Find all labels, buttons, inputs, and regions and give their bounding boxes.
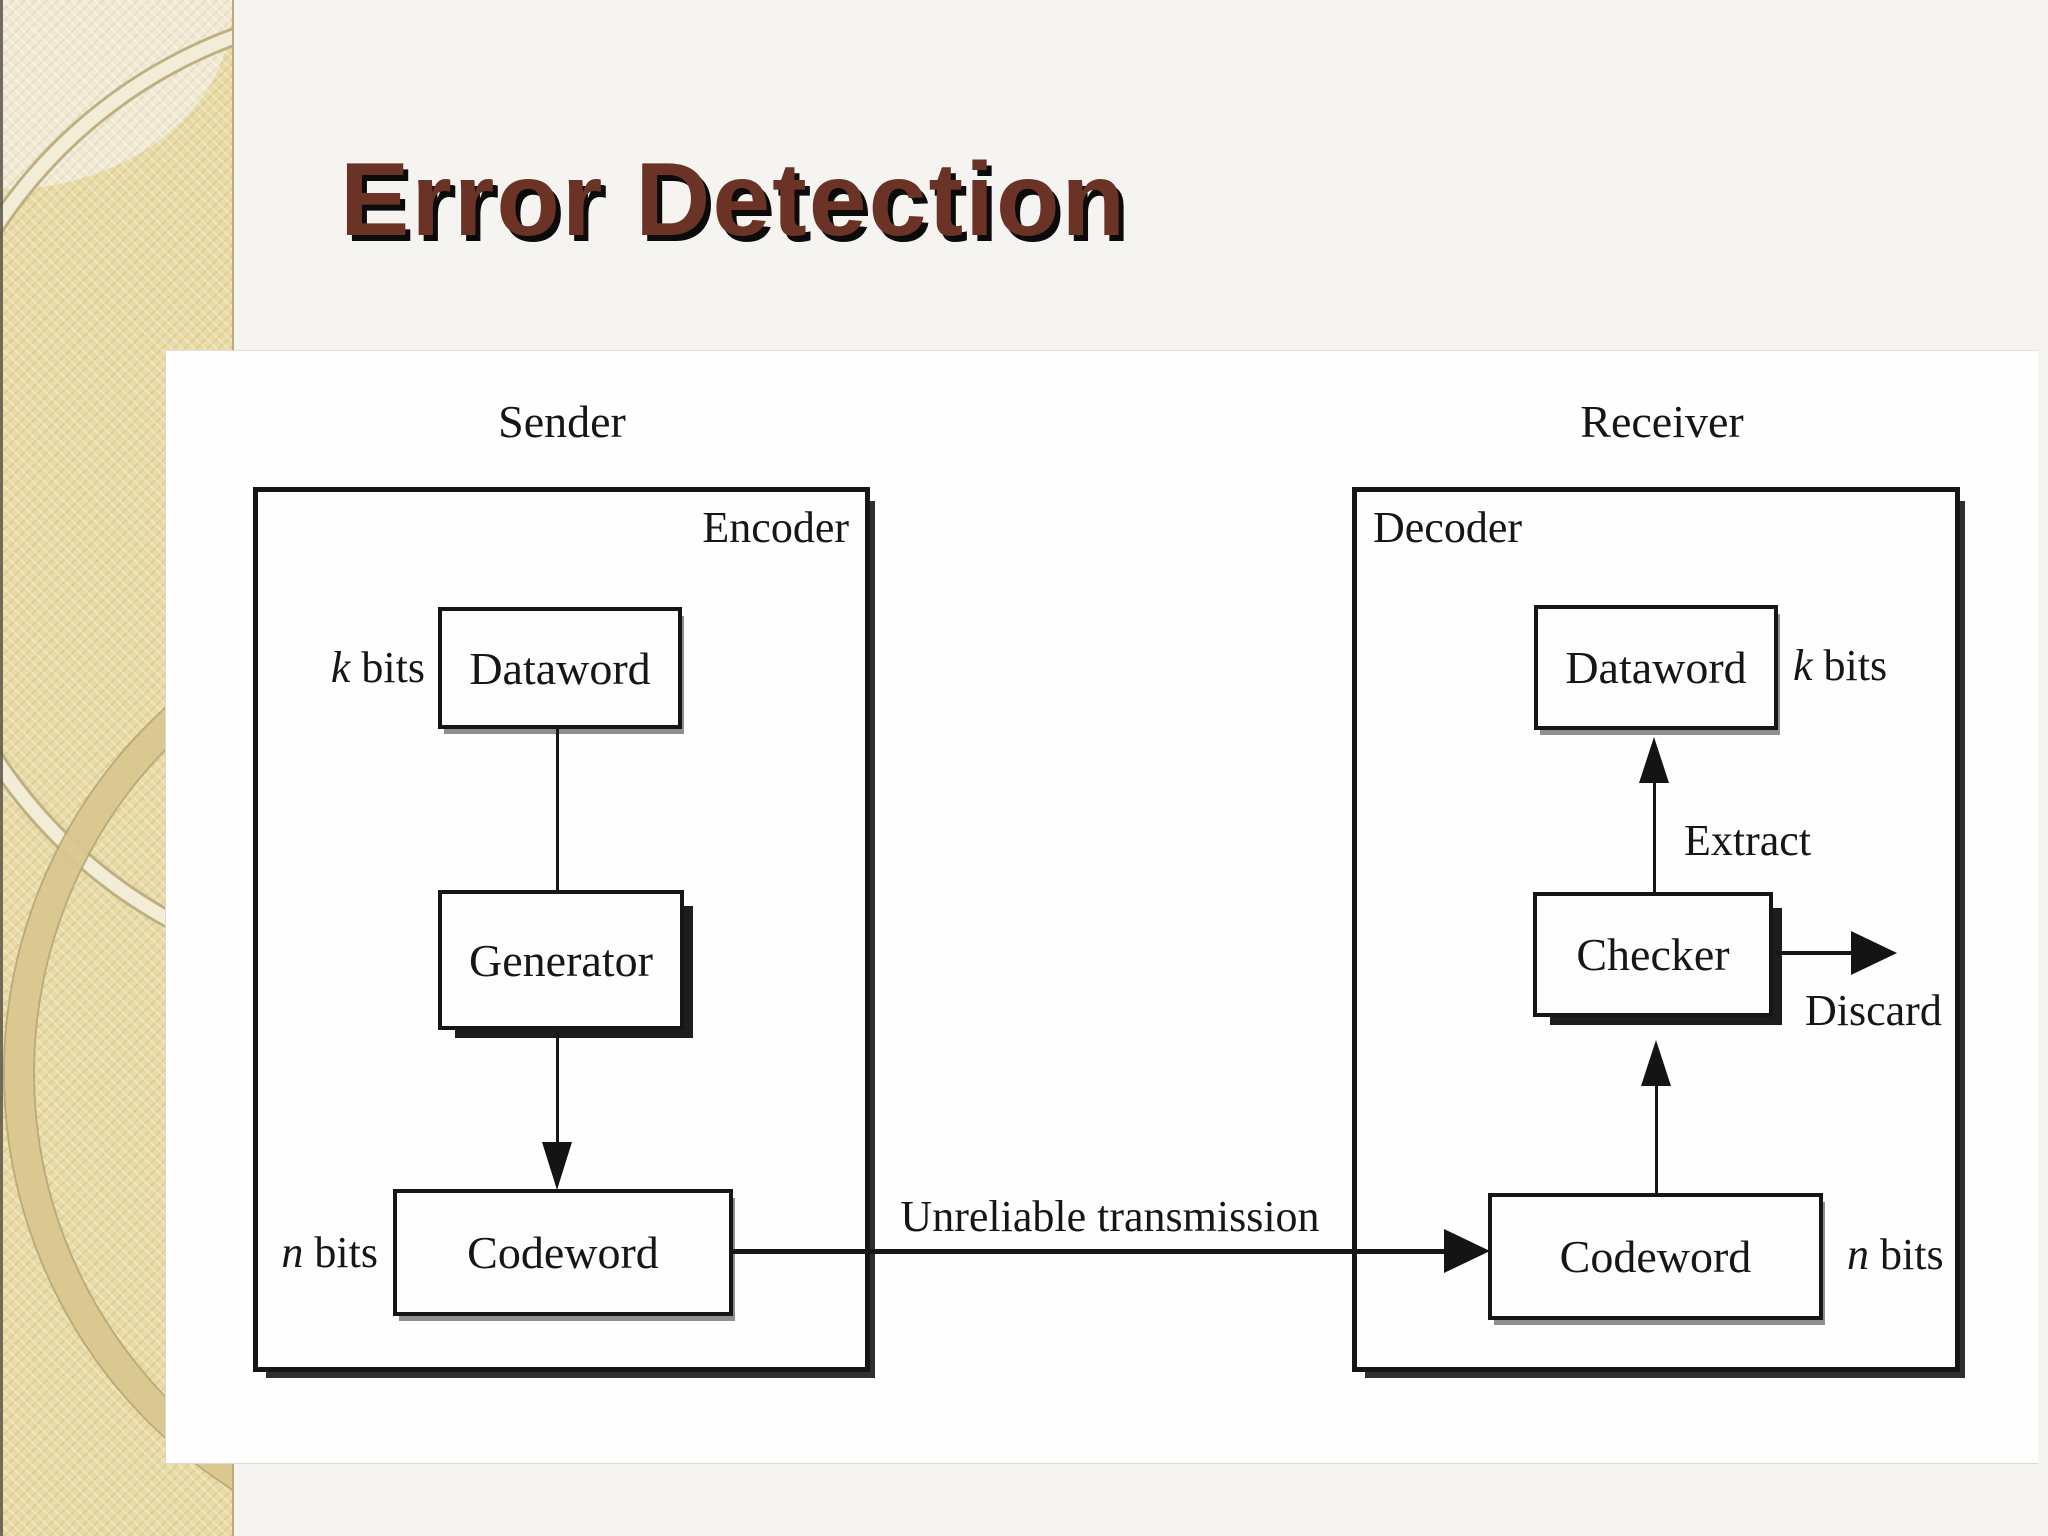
arrow-down-icon	[542, 1142, 572, 1190]
generator-codeword-connector	[556, 1030, 559, 1148]
sender-dataword-box: Dataword	[438, 607, 682, 729]
n-variable: n	[281, 1228, 304, 1277]
transmission-line	[733, 1249, 1448, 1254]
bits-word: bits	[314, 1228, 378, 1277]
receiver-title: Receiver	[1580, 396, 1744, 447]
k-variable: k	[330, 643, 351, 692]
receiver-dataword-box: Dataword	[1534, 605, 1778, 730]
receiver-codeword-box: Codeword	[1488, 1193, 1823, 1320]
arrow-up-icon	[1641, 1040, 1671, 1086]
bits-word: bits	[1823, 641, 1888, 690]
generator-box: Generator	[438, 890, 684, 1030]
generator-label: Generator	[469, 934, 653, 986]
sender-kbits-label: k bits	[320, 643, 425, 692]
sender-dataword-label: Dataword	[469, 642, 651, 694]
receiver-kbits-label: k bits	[1793, 641, 1888, 690]
dataword-generator-connector	[556, 729, 559, 890]
encoder-label: Encoder	[702, 503, 849, 552]
arrow-up-icon	[1639, 737, 1669, 783]
channel-label: Unreliable transmission	[900, 1192, 1320, 1241]
checker-box: Checker	[1533, 892, 1773, 1017]
discard-line	[1776, 951, 1856, 955]
receiver-dataword-label: Dataword	[1565, 642, 1747, 693]
bits-word: bits	[1880, 1230, 1944, 1279]
k-variable: k	[1793, 641, 1813, 690]
checker-dataword-connector	[1653, 780, 1656, 892]
decoder-box: Decoder	[1352, 487, 1960, 1372]
sender-nbits-label: n bits	[268, 1228, 378, 1277]
checker-label: Checker	[1576, 929, 1730, 980]
arrow-right-icon	[1444, 1229, 1490, 1273]
extract-label: Extract	[1684, 816, 1812, 865]
codeword-checker-connector	[1655, 1084, 1658, 1193]
page-title: Error Detection	[340, 142, 1128, 258]
receiver-nbits-label: n bits	[1847, 1230, 1944, 1279]
sender-codeword-label: Codeword	[467, 1227, 659, 1278]
sender-title: Sender	[498, 396, 626, 447]
encoder-box: Encoder	[253, 487, 870, 1372]
decoder-label: Decoder	[1373, 503, 1523, 552]
bits-word: bits	[361, 643, 425, 692]
slide-left-border	[0, 0, 3, 1536]
n-variable: n	[1847, 1230, 1869, 1279]
arrow-right-icon	[1851, 931, 1897, 975]
sender-codeword-box: Codeword	[393, 1189, 733, 1316]
discard-label: Discard	[1805, 986, 1942, 1035]
receiver-codeword-label: Codeword	[1559, 1231, 1752, 1282]
